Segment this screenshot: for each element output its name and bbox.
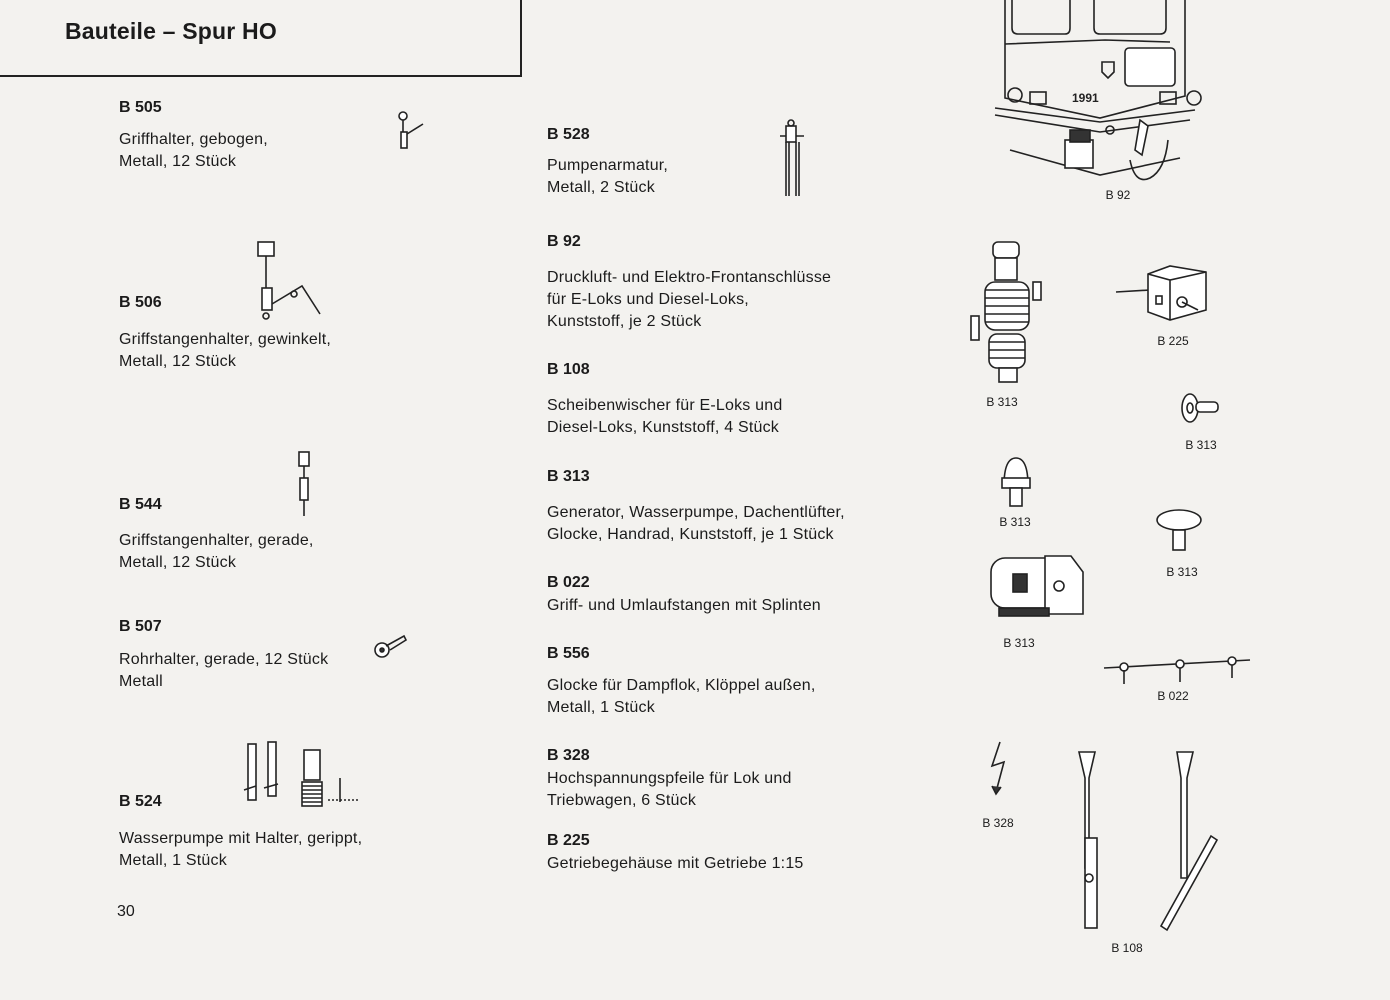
part-description: Metall, 12 Stück	[119, 153, 237, 170]
part-code: B 544	[119, 496, 162, 513]
part-description: Glocke, Handrad, Kunststoff, je 1 Stück	[547, 526, 834, 543]
part-code: B 92	[547, 233, 581, 250]
part-code: B 506	[119, 294, 162, 311]
part-description: Metall, 12 Stück	[119, 554, 237, 571]
part-code: B 556	[547, 645, 590, 662]
part-description: Hochspannungspfeile für Lok und	[547, 770, 792, 787]
part-description: Griffhalter, gebogen,	[119, 131, 268, 148]
page-title: Bauteile – Spur HO	[65, 18, 277, 44]
b225-gearbox-illustration	[1115, 265, 1207, 321]
b313-bell-disc-illustration	[1156, 509, 1202, 551]
b313-motor-illustration	[990, 555, 1084, 617]
part-description: Griffstangenhalter, gewinkelt,	[119, 331, 332, 348]
part-description: Kunststoff, je 2 Stück	[547, 313, 702, 330]
figure-label: B 92	[1105, 188, 1131, 202]
part-description: Pumpenarmatur,	[547, 157, 669, 174]
part-description: Scheibenwischer für E-Loks und	[547, 397, 783, 414]
b313-roof-vent-illustration	[1001, 457, 1031, 507]
b328-lightning-arrow-icon	[990, 741, 1006, 796]
part-description: Metall, 1 Stück	[547, 699, 655, 716]
part-description: für E-Loks und Diesel-Loks,	[547, 291, 749, 308]
part-code: B 507	[119, 618, 162, 635]
b313-generator-illustration	[970, 241, 1042, 383]
part-code: B 108	[547, 361, 590, 378]
b108-wiper-illustration	[1077, 751, 1219, 932]
b528-illustration	[780, 119, 804, 196]
part-code: B 225	[547, 832, 590, 849]
figure-label: B 225	[1157, 334, 1189, 348]
b524-illustration	[243, 741, 358, 807]
part-description: Metall, 1 Stück	[119, 852, 227, 869]
figure-label: B 313	[986, 395, 1018, 409]
part-description: Getriebegehäuse mit Getriebe 1:15	[547, 855, 804, 872]
part-code: B 022	[547, 574, 590, 591]
header-box: Bauteile – Spur HO	[0, 0, 522, 77]
part-code: B 528	[547, 126, 590, 143]
part-description: Rohrhalter, gerade, 12 Stück	[119, 651, 329, 668]
part-description: Metall, 12 Stück	[119, 353, 237, 370]
b022-handrail-illustration	[1103, 656, 1251, 684]
b507-illustration	[374, 634, 408, 658]
figure-label: B 328	[982, 816, 1014, 830]
part-description: Diesel-Loks, Kunststoff, 4 Stück	[547, 419, 779, 436]
b506-illustration	[257, 241, 321, 320]
b544-illustration	[298, 451, 310, 516]
figure-label: B 313	[1003, 636, 1035, 650]
part-code: B 328	[547, 747, 590, 764]
part-description: Metall, 2 Stück	[547, 179, 655, 196]
part-description: Glocke für Dampflok, Klöppel außen,	[547, 677, 816, 694]
part-description: Wasserpumpe mit Halter, gerippt,	[119, 830, 363, 847]
part-code: B 505	[119, 99, 162, 116]
figure-label: B 313	[1185, 438, 1217, 452]
part-description: Triebwagen, 6 Stück	[547, 792, 697, 809]
loco-number: 1991	[1072, 91, 1099, 105]
figure-label: B 313	[999, 515, 1031, 529]
part-description: Generator, Wasserpumpe, Dachentlüfter,	[547, 504, 845, 521]
figure-label: B 108	[1111, 941, 1143, 955]
part-description: Druckluft- und Elektro-Frontanschlüsse	[547, 269, 832, 286]
b505-illustration	[398, 111, 424, 149]
figure-label: B 313	[1166, 565, 1198, 579]
part-description: Griff- und Umlaufstangen mit Splinten	[547, 597, 821, 614]
part-description: Griffstangenhalter, gerade,	[119, 532, 314, 549]
part-code: B 313	[547, 468, 590, 485]
b313-handwheel-small-illustration	[1181, 393, 1219, 423]
part-description: Metall	[119, 673, 163, 690]
figure-label: B 022	[1157, 689, 1189, 703]
page-number: 30	[117, 903, 135, 920]
part-code: B 524	[119, 793, 162, 810]
b92-locomotive-illustration: 1991	[994, 0, 1202, 181]
